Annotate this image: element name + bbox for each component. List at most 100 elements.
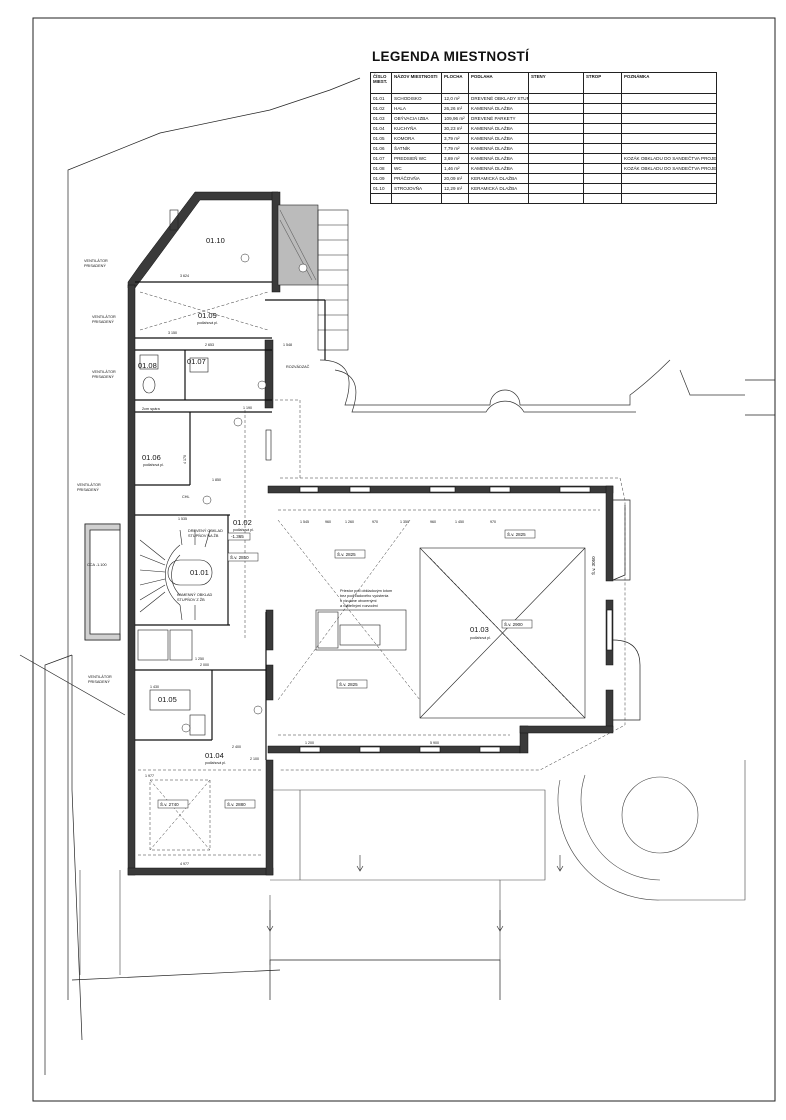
legend-cell: 01.03 [370,113,392,124]
legend-header: STROP [583,72,622,94]
room-0108: 01.08 [138,361,157,370]
height-tag: -1.365 [231,534,244,539]
room-0104: 01.04 [205,751,224,760]
dimension: 3 150 [168,331,177,335]
height-tag: Š.v. 2880 [227,801,246,807]
dimension: 1 545 [300,520,309,524]
dimension: 3 624 [180,274,189,278]
room-0109: 01.09 [198,311,217,320]
dimension-labels: 3 624 3 150 2 653 1 548 1 190 1 850 1 53… [145,274,496,866]
legend-cell: 01.01 [370,93,392,104]
dimension: 1 260 [345,520,354,524]
direction-arrows [266,855,564,932]
legend-cell: 01.08 [370,163,392,174]
floor-notes: podlahová pl. podlahová pl. podlahová pl… [143,321,491,765]
height-tag: Š.v. 2825 [339,681,358,687]
legend-cell: PREDSIEŇ WC [391,153,442,164]
legend-cell [621,173,717,184]
legend-cell [621,143,717,154]
room-0107: 01.07 [187,357,206,366]
legend-cell [621,133,717,144]
legend-cell: PRÁČOVŇA [391,173,442,184]
legend-header: NÁZOV MIESTNOSTI [391,72,442,94]
legend-header: PLOCHA [441,72,469,94]
plenum-note: a viditeľnými rozvodmi [340,604,378,608]
legend-cell: KOZÁK OBKLADU DO SANDEČTVA PROJEKTU [621,153,717,164]
legend-cell: STROJOVŇA [391,183,442,194]
bay-projections [612,499,641,721]
terrace-arches [319,359,745,413]
dimension: 4 170 [183,455,187,464]
floor-note: podlahová pl. [143,463,164,467]
dimension: 1 450 [455,520,464,524]
legend-cell [583,143,622,154]
dimension: 1 535 [178,517,187,521]
legend-cell: KAMENNÁ DLAŽBA [468,133,529,144]
exterior-stair [277,204,349,351]
legend-cell [528,173,584,184]
legend-header: ČÍSLO MIEST. [370,72,392,94]
plenum-note: Priestor pod obkladovým lotom [340,589,392,593]
ventilator-notes: VENTILÁTOR PRISADENÝ VENTILÁTOR PRISADEN… [77,259,392,684]
dimension: 5 900 [430,741,439,745]
dimension: 1 190 [243,406,252,410]
legend-cell [528,183,584,194]
legend-cell: KERAMICKÁ DLAŽBA [468,173,529,184]
legend-row [370,193,717,204]
dimension: 1 350 [400,520,409,524]
ventilator-label: PRISADENÝ [84,264,106,268]
ventilator-label: PRISADENÝ [92,375,114,379]
legend-cell [370,193,392,204]
floor-note: podlahová pl. [205,761,226,765]
height-tag: Š.v. 2825 [507,531,526,537]
room-0105: 01.05 [158,695,177,704]
legend-header-row: ČÍSLO MIEST. NÁZOV MIESTNOSTI PLOCHA POD… [370,72,717,94]
room-0102: 01.02 [233,518,252,527]
legend-cell [583,183,622,194]
height-tag: Š.v. 3050 [590,556,596,575]
legend-cell [528,143,584,154]
drawing-frame [32,17,776,1102]
ventilator-label: PRISADENÝ [77,488,99,492]
stair-note: DREVENÝ OBKLAD [188,529,223,533]
dimension: 1 977 [145,774,154,778]
legend-header: PODLAHA [468,72,529,94]
legend-cell [468,193,529,204]
dimension: 1 430 [150,685,159,689]
legend-cell: DREVENÉ OBKLADY STUPŇOV, KAMENNÝ OBKLAD … [468,93,529,104]
floor-note: podlahová pl. [197,321,218,325]
legend-cell: 12,0 m² [441,93,469,104]
dimension: 1 250 [195,657,204,661]
legend-cell [528,193,584,204]
paved-area [79,760,746,975]
floor-note: podlahová pl. [470,636,491,640]
plenum-note: s vizuálne otvorenými [340,599,377,603]
legend-cell [583,123,622,134]
spara-label: 2cm spára [142,407,161,411]
legend-cell [528,133,584,144]
room-0110: 01.10 [206,236,225,245]
legend-cell [583,193,622,204]
legend-cell [528,103,584,114]
dimension: 2 653 [205,343,214,347]
height-tag: Š.v. 2850 [230,554,249,560]
dimension: 960 [325,520,331,524]
legend-cell [621,123,717,134]
legend-cell: KAMENNÁ DLAŽBA [468,153,529,164]
legend-cell: 109,96 m² [441,113,469,124]
room-0106: 01.06 [142,453,161,462]
legend-cell: 1,46 m² [441,163,469,174]
legend-cell: DREVENÉ PARKETY [468,113,529,124]
dimension: 2 100 [250,757,259,761]
main-staircase [139,529,213,621]
dimension: 1 200 [305,741,314,745]
legend-cell: 01.02 [370,103,392,114]
floor-note: podlahová pl. [233,528,254,532]
